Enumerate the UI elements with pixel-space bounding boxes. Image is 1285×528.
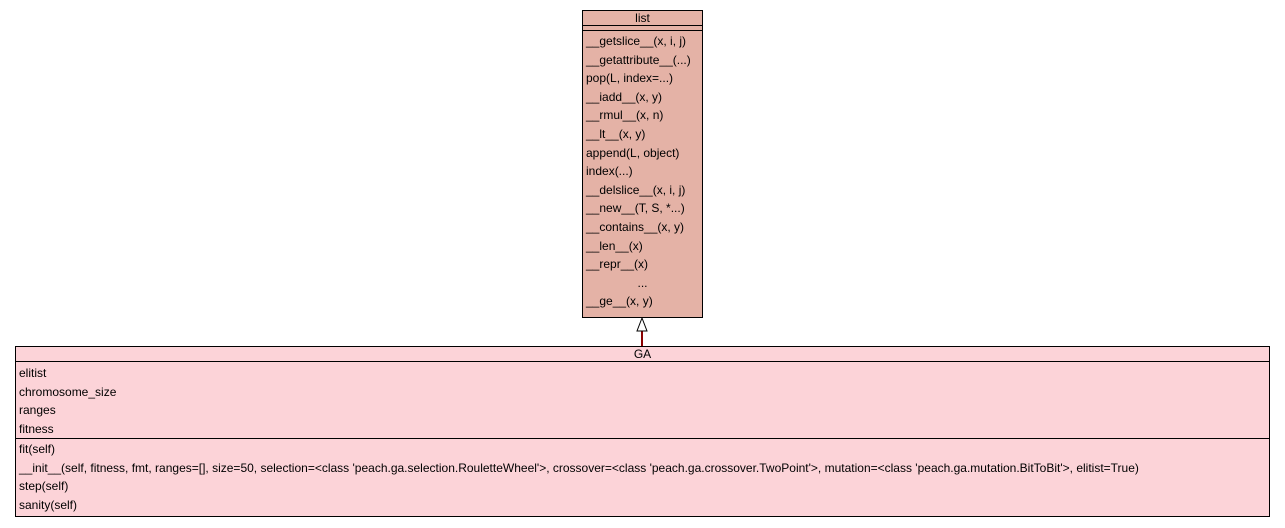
operation-item: step(self) <box>19 479 69 494</box>
attribute-item: fitness <box>19 421 54 436</box>
operation-item: __ge__(x, y) <box>586 294 653 309</box>
class-name-list: list <box>583 11 702 26</box>
class-operations-list: __getslice__(x, i, j) __getattribute__(.… <box>583 31 702 311</box>
operation-item: __rmul__(x, n) <box>586 108 664 123</box>
operation-item: __getattribute__(...) <box>586 52 691 67</box>
class-attributes-ga: elitist chromosome_size ranges fitness <box>16 362 1269 439</box>
operation-item: __repr__(x) <box>586 257 649 272</box>
operation-item: pop(L, index=...) <box>586 71 674 86</box>
attribute-item: ranges <box>19 403 56 418</box>
class-box-list[interactable]: list __getslice__(x, i, j) __getattribut… <box>582 10 703 318</box>
operation-item: fit(self) <box>19 442 55 456</box>
attribute-item: chromosome_size <box>19 384 117 399</box>
operation-item: __getslice__(x, i, j) <box>586 34 687 48</box>
operation-item: __lt__(x, y) <box>586 126 646 141</box>
class-operations-ga: fit(self) __init__(self, fitness, fmt, r… <box>16 439 1269 514</box>
operation-item: __iadd__(x, y) <box>586 89 663 104</box>
operation-item: sanity(self) <box>19 497 78 512</box>
class-attributes-list <box>583 26 702 31</box>
operation-item: __delslice__(x, i, j) <box>586 182 686 197</box>
attribute-item: elitist <box>19 366 47 380</box>
operation-ellipsis: ... <box>637 275 648 290</box>
operation-item: index(...) <box>586 164 633 179</box>
class-box-ga[interactable]: GA elitist chromosome_size ranges fitnes… <box>15 346 1270 517</box>
operation-item: __new__(T, S, *...) <box>586 201 685 216</box>
operation-item: __contains__(x, y) <box>586 219 685 234</box>
operation-item: __len__(x) <box>586 238 643 253</box>
class-name-ga: GA <box>16 347 1269 362</box>
operation-item: append(L, object) <box>586 145 680 160</box>
operation-item: __init__(self, fitness, fmt, ranges=[], … <box>19 460 1139 475</box>
generalization-arrowhead-icon <box>636 316 648 332</box>
